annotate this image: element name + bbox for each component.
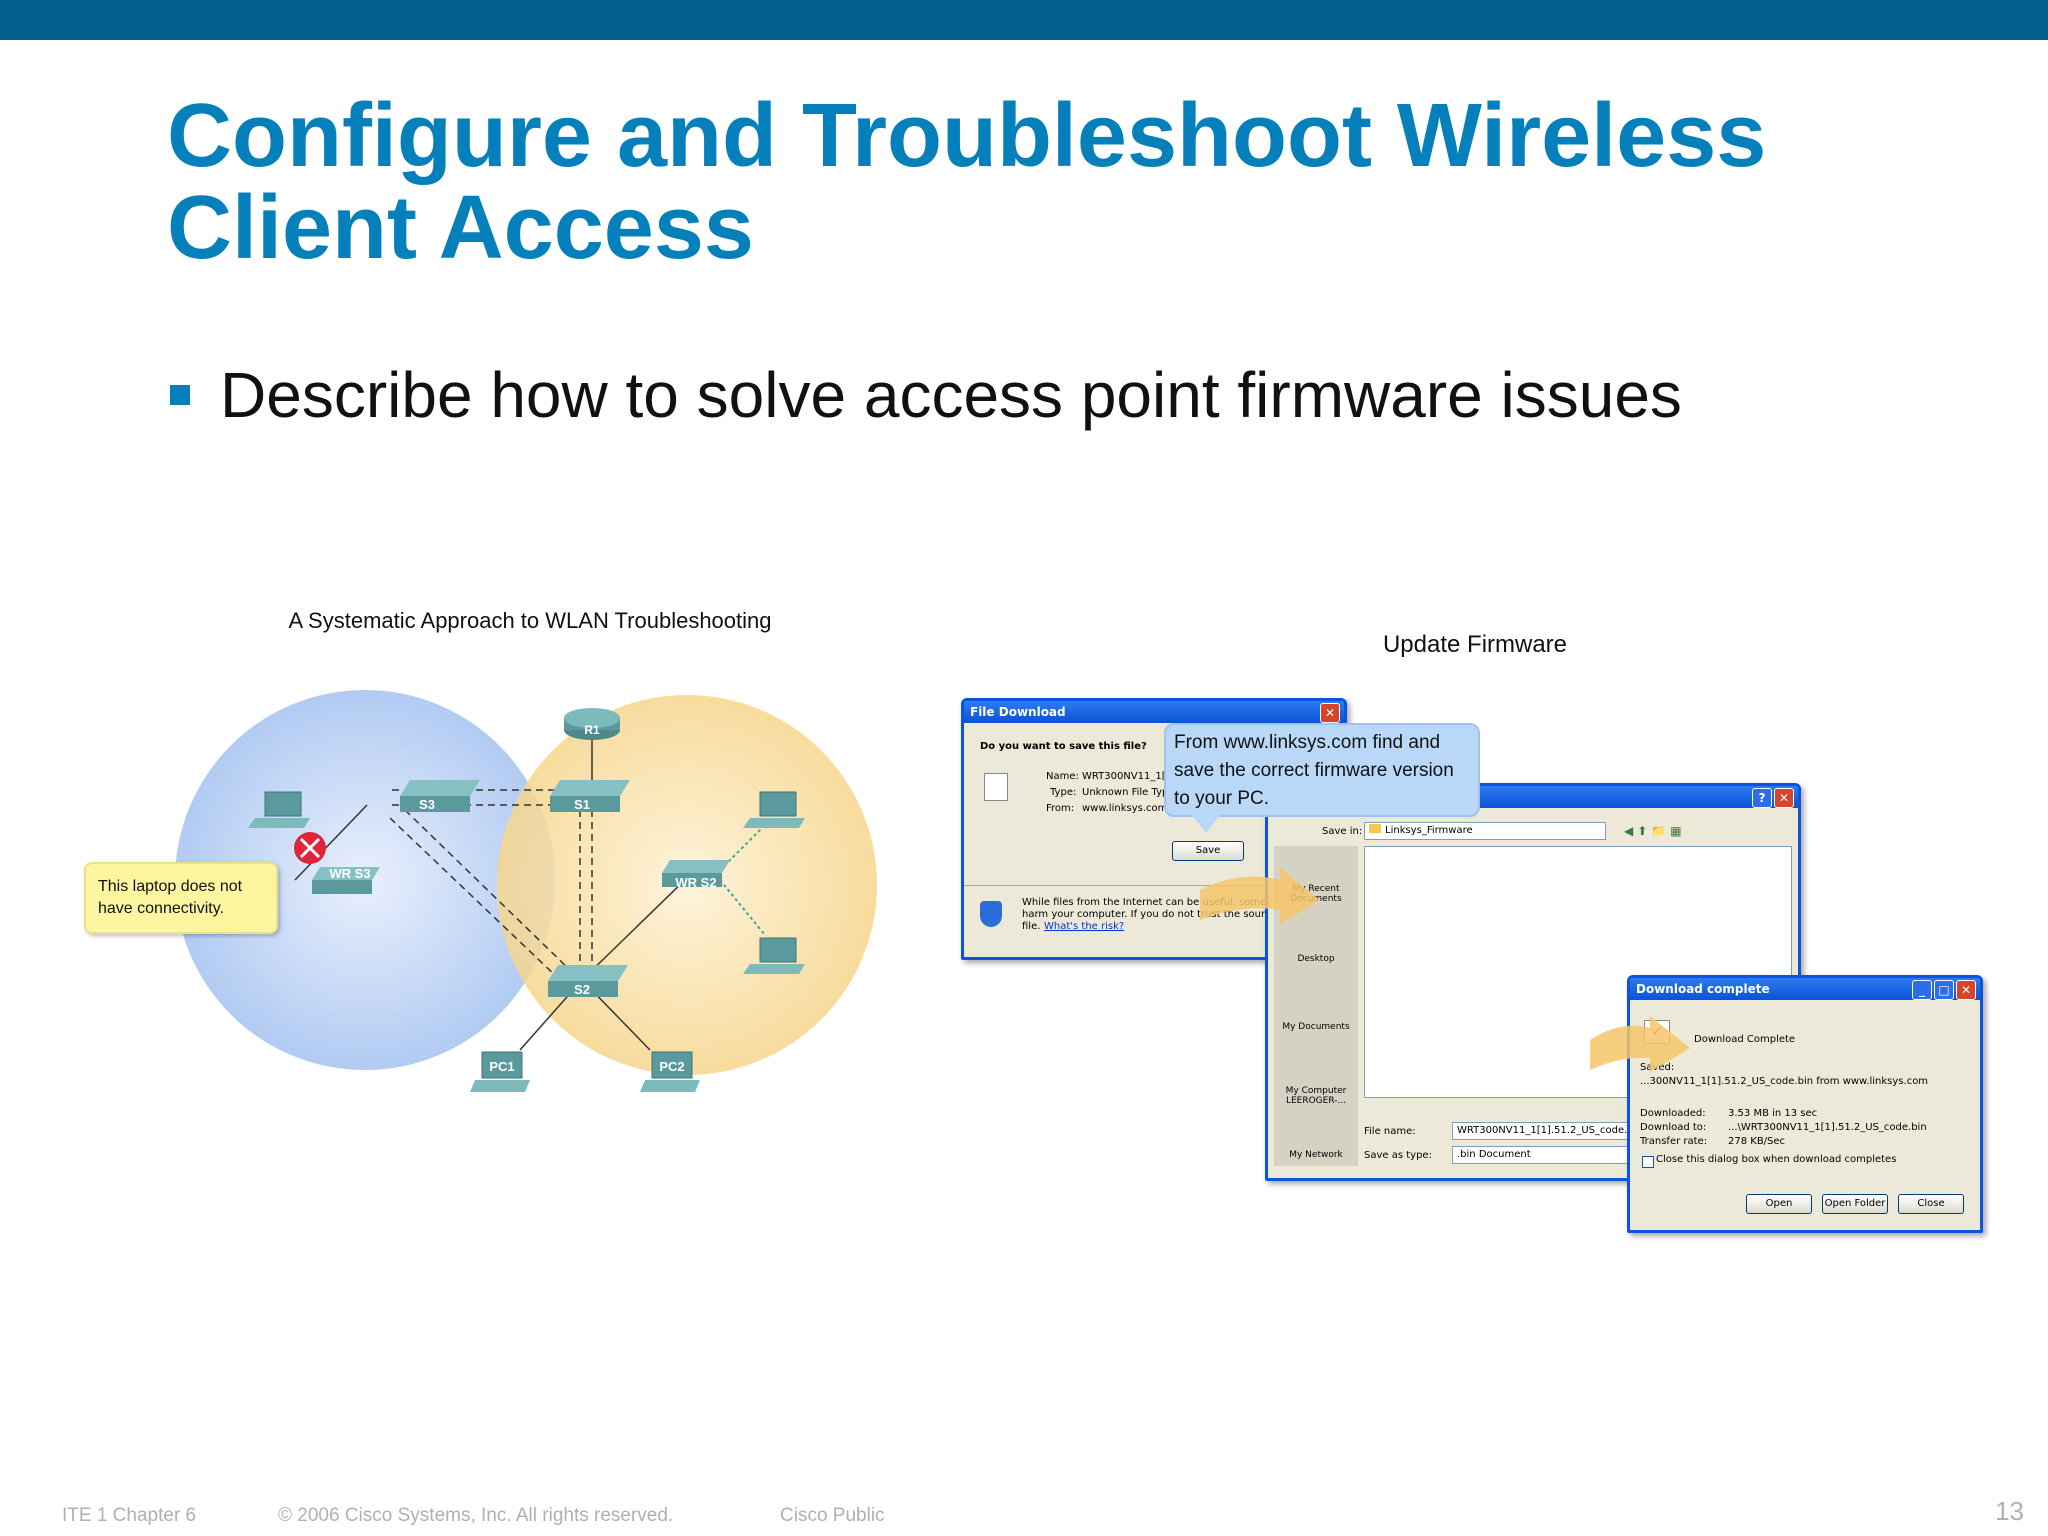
router-r1-icon: R1: [564, 708, 620, 740]
place-documents[interactable]: My Documents: [1282, 1022, 1350, 1032]
callout-tail: [1192, 815, 1220, 833]
risk-link[interactable]: What's the risk?: [1044, 921, 1125, 932]
label-wrs3: WR S3: [329, 866, 370, 881]
label-s2: S2: [574, 982, 590, 997]
no-connectivity-callout: This laptop does not have connectivity.: [84, 862, 278, 934]
right-figure-title: Update Firmware: [1382, 631, 1568, 658]
download-complete-titlebar: Download complete _ □ ✕: [1630, 978, 1980, 1000]
footer-course: ITE 1 Chapter 6: [62, 1505, 197, 1526]
label-r1: R1: [584, 723, 600, 737]
laptop-top-right-icon: [743, 791, 805, 828]
bullet-item: Describe how to solve access point firmw…: [170, 350, 1682, 440]
download-to-label: Download to:: [1640, 1122, 1707, 1133]
footer-classification: Cisco Public: [780, 1505, 885, 1526]
toolbar-icons: ◀⬆📁▦: [1624, 824, 1686, 838]
close-icon[interactable]: ✕: [1774, 788, 1794, 808]
file-name-input[interactable]: WRT300NV11_1[1].51.2_US_code.bi: [1452, 1122, 1658, 1140]
download-to-value: ...\WRT300NV11_1[1].51.2_US_code.bin: [1728, 1122, 1927, 1133]
footer-copyright: © 2006 Cisco Systems, Inc. All rights re…: [278, 1505, 674, 1526]
open-folder-button[interactable]: Open Folder: [1822, 1194, 1888, 1214]
arrow-to-download-complete: [1590, 1016, 1690, 1072]
folder-icon: [1369, 824, 1381, 833]
page-number: 13: [1995, 1496, 2024, 1526]
flow-arrows: [1200, 868, 1690, 1072]
wireless-router-wrs2-icon: WR S2: [662, 860, 730, 890]
place-desktop[interactable]: Desktop: [1297, 954, 1335, 964]
wlan-topology-diagram: R1 S1 S3 S2 WR S3 WR S2: [175, 690, 877, 1092]
wireless-links: [719, 824, 766, 936]
rate-label: Transfer rate:: [1640, 1136, 1708, 1147]
warning-line-1: While files from the Internet can be use…: [1022, 897, 1299, 908]
type-value: Unknown File Type: [1082, 787, 1175, 798]
top-banner: [0, 0, 2048, 40]
file-download-titlebar: File Download ✕: [964, 701, 1344, 723]
pc1-icon: PC1: [470, 1051, 530, 1092]
label-pc1: PC1: [489, 1059, 514, 1074]
firmware-callout: From www.linksys.com find and save the c…: [1164, 723, 1480, 817]
warning-line-3: file.: [1022, 921, 1041, 932]
file-name-label: File name:: [1364, 1126, 1416, 1137]
save-in-value: Linksys_Firmware: [1385, 825, 1473, 836]
close-when-done-checkbox[interactable]: [1642, 1156, 1654, 1168]
save-in-select[interactable]: Linksys_Firmware: [1364, 822, 1606, 840]
slide-title: Configure and Troubleshoot Wireless Clie…: [167, 86, 1767, 278]
close-icon[interactable]: ✕: [1320, 703, 1340, 723]
firmware-callout-text: From www.linksys.com find and save the c…: [1174, 732, 1454, 809]
place-network[interactable]: My Network: [1289, 1150, 1343, 1160]
name-value: WRT300NV11_1[1]: [1082, 771, 1176, 782]
close-button[interactable]: Close: [1898, 1194, 1964, 1214]
rate-value: 278 KB/Sec: [1728, 1136, 1786, 1147]
name-label: Name:: [1046, 771, 1079, 782]
checkbox-label: Close this dialog box when download comp…: [1656, 1154, 1897, 1165]
from-label: From:: [1046, 803, 1075, 814]
label-s1: S1: [574, 797, 590, 812]
switch-s2-icon: S2: [548, 965, 628, 997]
error-x-icon: [294, 832, 326, 864]
left-figure-title: A Systematic Approach to WLAN Troublesho…: [288, 608, 772, 633]
arrow-to-save-as: [1200, 868, 1320, 924]
save-in-label: Save in:: [1322, 826, 1363, 837]
file-type-icon: [984, 773, 1008, 801]
bullet-text: Describe how to solve access point firmw…: [220, 359, 1682, 431]
minimize-icon[interactable]: _: [1912, 980, 1932, 1000]
close-icon[interactable]: ✕: [1956, 980, 1976, 1000]
save-button[interactable]: Save: [1172, 841, 1244, 861]
download-heading: Download Complete: [1694, 1034, 1796, 1045]
open-button[interactable]: Open: [1746, 1194, 1812, 1214]
help-icon[interactable]: ?: [1752, 788, 1772, 808]
switch-s1-icon: S1: [550, 780, 630, 812]
label-wrs2: WR S2: [675, 875, 716, 890]
download-complete-title: Download complete: [1636, 982, 1770, 996]
label-s3: S3: [419, 797, 435, 812]
save-type-label: Save as type:: [1364, 1150, 1432, 1161]
switch-s3-icon: S3: [400, 780, 480, 812]
label-pc2: PC2: [659, 1059, 684, 1074]
divider: [964, 885, 1344, 886]
file-download-title: File Download: [970, 705, 1066, 719]
from-value: www.linksys.com: [1082, 803, 1168, 814]
saved-value: ...300NV11_1[1].51.2_US_code.bin from ww…: [1640, 1076, 1929, 1087]
warning-line-2: harm your computer. If you do not trust …: [1022, 909, 1305, 920]
download-complete-dialog: Download complete _ □ ✕ ✓ Download Compl…: [1627, 975, 1983, 1233]
callout-text: This laptop does not have connectivity.: [98, 878, 243, 917]
save-question: Do you want to save this file?: [980, 741, 1147, 752]
pc2-icon: PC2: [640, 1051, 700, 1092]
downloaded-label: Downloaded:: [1640, 1108, 1706, 1119]
place-computer[interactable]: My Computer LEEROGER-...: [1285, 1086, 1347, 1106]
shield-icon: [980, 901, 1002, 927]
downloaded-value: 3.53 MB in 13 sec: [1728, 1108, 1818, 1119]
bullet-square-icon: [170, 385, 190, 405]
laptop-disconnected-icon: [248, 791, 310, 828]
maximize-icon[interactable]: □: [1934, 980, 1954, 1000]
type-label: Type:: [1050, 787, 1077, 798]
laptop-bottom-right-icon: [743, 937, 805, 974]
wireless-router-wrs3-icon: WR S3: [312, 866, 380, 894]
